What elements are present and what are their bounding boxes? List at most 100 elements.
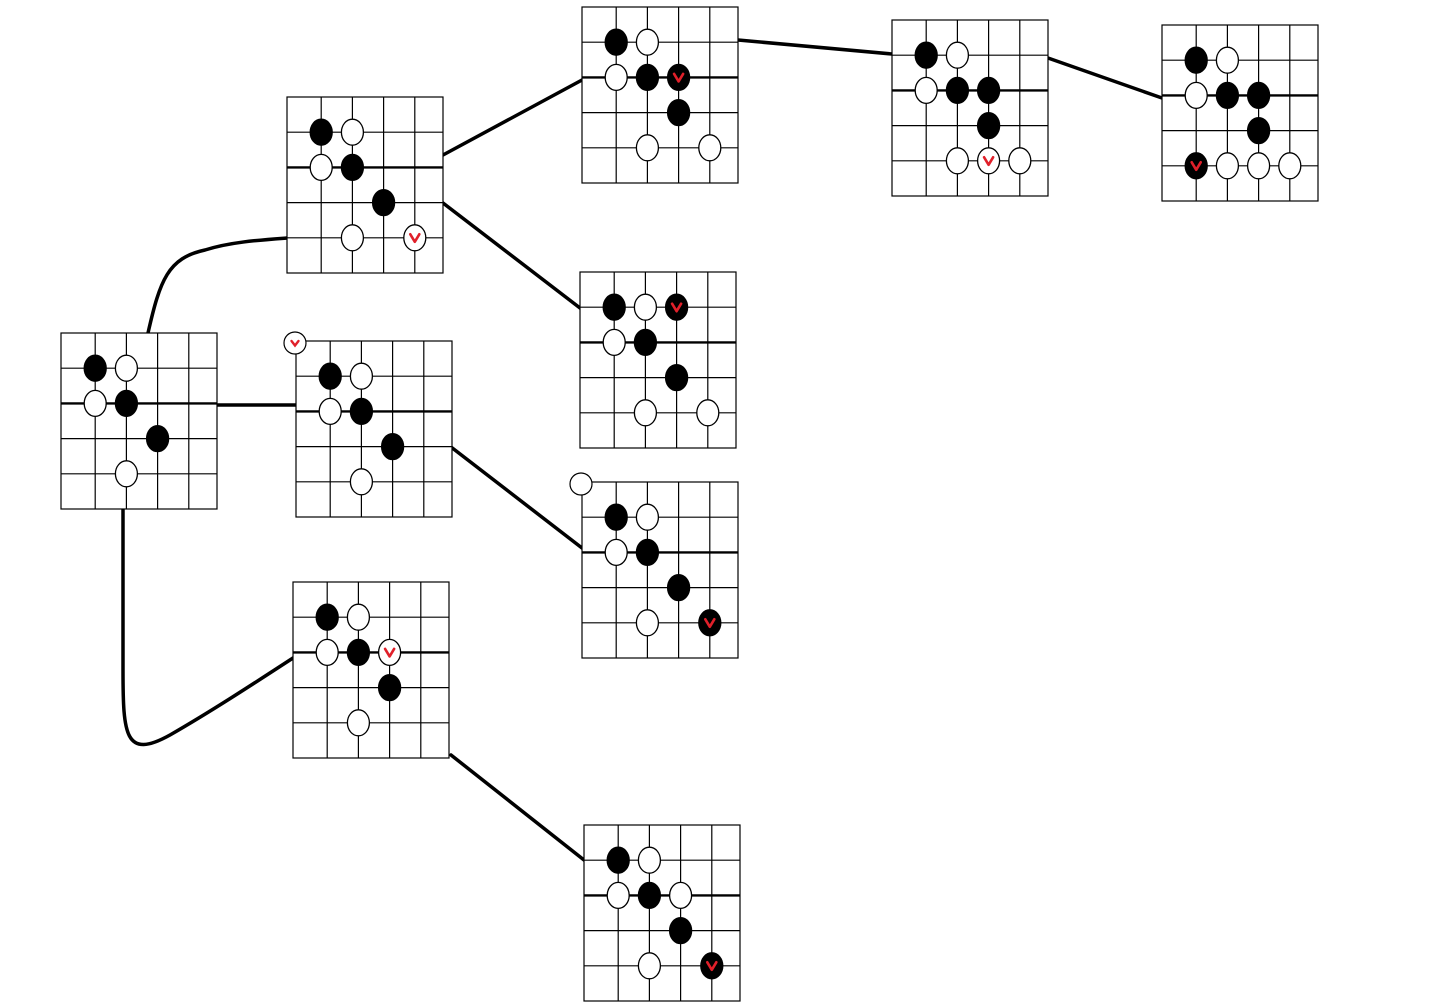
black-stone <box>318 362 342 390</box>
black-stone <box>145 424 170 453</box>
white-stone <box>1215 46 1240 74</box>
black-stone <box>666 63 691 92</box>
black-stone <box>114 389 139 418</box>
black-stone <box>666 573 691 602</box>
white-stone <box>696 399 720 427</box>
white-stone <box>315 638 339 667</box>
black-stone <box>602 293 626 321</box>
white-stone <box>309 153 333 182</box>
white-stone <box>637 846 662 874</box>
last-move-mark <box>1190 161 1202 172</box>
edge-a-a2 <box>441 201 582 310</box>
black-stone <box>635 538 660 567</box>
black-stone <box>309 118 333 146</box>
black-stone <box>666 98 691 127</box>
board-root <box>60 332 218 510</box>
black-stone <box>1246 116 1271 145</box>
white-stone <box>1215 152 1240 180</box>
black-stone <box>945 76 970 105</box>
black-stone <box>664 363 689 392</box>
white-stone <box>1278 152 1302 180</box>
white-stone <box>604 538 628 567</box>
white-stone <box>346 709 371 737</box>
edge-c-c1 <box>449 753 586 862</box>
last-move-mark <box>383 647 396 658</box>
board-b <box>283 331 453 518</box>
white-stone <box>698 134 722 162</box>
white-stone <box>114 460 139 488</box>
black-stone <box>1184 152 1208 180</box>
white-stone <box>604 63 628 92</box>
last-move-mark <box>290 339 300 348</box>
edges-layer <box>121 38 1164 862</box>
white-stone <box>340 224 365 252</box>
black-stone <box>83 354 107 382</box>
white-stone <box>606 881 630 910</box>
board-b1 <box>569 472 739 659</box>
black-stone <box>1184 46 1208 74</box>
white-stone <box>114 354 139 382</box>
board-frame <box>60 332 218 510</box>
edge-b-b1 <box>449 445 584 550</box>
last-move-mark <box>409 233 421 244</box>
last-move-mark <box>704 618 716 629</box>
white-stone <box>914 76 938 105</box>
white-stone <box>945 147 970 175</box>
black-stone <box>380 432 405 461</box>
white-stone <box>635 609 660 637</box>
black-stone <box>340 153 365 182</box>
black-stone <box>635 63 660 92</box>
last-move-mark <box>706 961 718 972</box>
black-stone <box>914 41 938 69</box>
white-stone <box>377 638 402 667</box>
black-stone <box>637 881 662 910</box>
white-stone <box>637 952 662 980</box>
black-stone <box>606 846 630 874</box>
white-stone <box>635 503 660 531</box>
white-stone <box>635 134 660 162</box>
board-c <box>292 581 450 759</box>
black-stone <box>349 397 374 426</box>
edge-a1x-a1y <box>1046 56 1164 100</box>
board-frame <box>292 581 450 759</box>
board-a1 <box>581 6 739 184</box>
edge-a-a1 <box>441 78 584 157</box>
last-move-mark <box>982 156 995 167</box>
black-stone <box>976 76 1001 105</box>
board-frame <box>295 340 453 518</box>
white-stone <box>945 41 970 69</box>
white-stone <box>976 147 1001 175</box>
board-a1x <box>891 19 1049 197</box>
edge-root-a <box>146 236 289 335</box>
black-stone <box>1246 81 1271 110</box>
black-stone <box>315 603 339 631</box>
white-stone <box>635 28 660 56</box>
black-stone <box>668 916 693 945</box>
edge-root-c <box>121 508 295 747</box>
boards-layer <box>60 6 1319 1002</box>
white-stone <box>349 468 374 496</box>
white-stone <box>602 328 626 357</box>
outside-white-stone <box>569 472 593 496</box>
white-stone <box>349 362 374 390</box>
black-stone <box>346 638 371 667</box>
black-stone <box>371 188 396 217</box>
white-stone <box>1008 147 1032 175</box>
board-a1y <box>1161 24 1319 202</box>
black-stone <box>633 328 658 357</box>
edge-a1-a1x <box>736 38 894 56</box>
black-stone <box>604 503 628 531</box>
last-move-mark <box>672 72 685 83</box>
black-stone <box>604 28 628 56</box>
white-stone <box>1246 152 1271 180</box>
black-stone <box>700 952 724 980</box>
outside-white-stone <box>283 331 307 355</box>
white-stone <box>403 224 427 252</box>
white-stone <box>83 389 107 418</box>
white-stone <box>668 881 693 910</box>
board-c1 <box>583 824 741 1002</box>
last-move-mark <box>670 302 683 313</box>
white-stone <box>1184 81 1208 110</box>
board-a2 <box>579 271 737 449</box>
